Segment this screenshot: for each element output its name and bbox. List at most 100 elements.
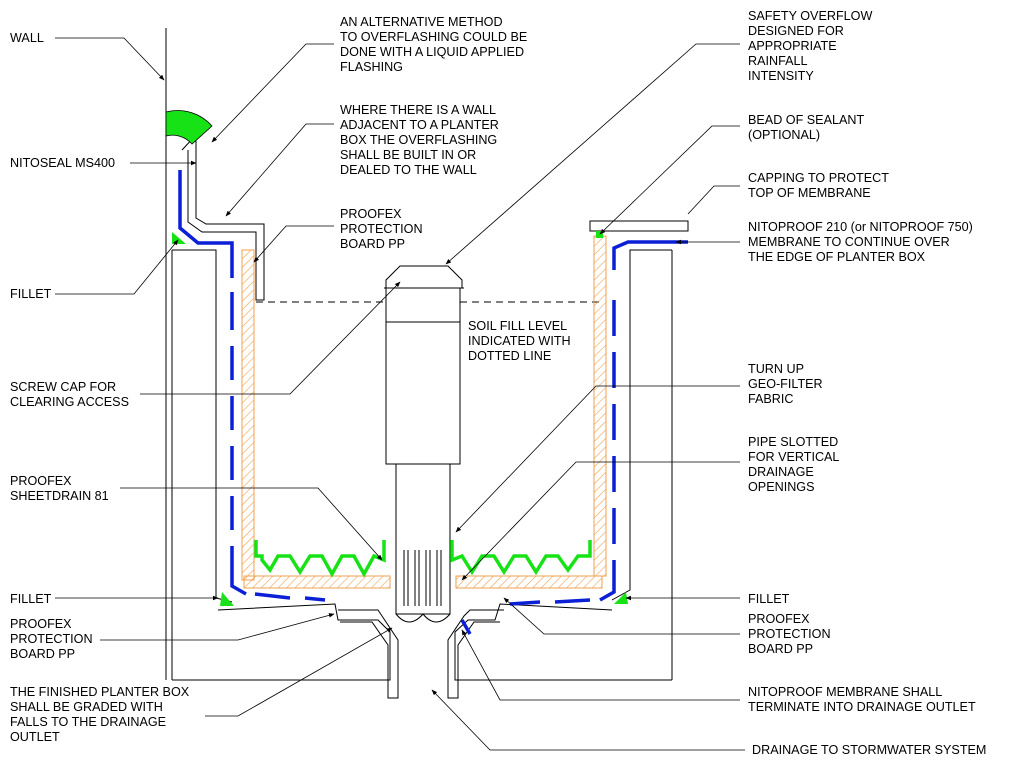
protection-board-right-vertical <box>593 235 607 577</box>
label-line: FILLET <box>10 592 52 606</box>
label-nitoproof-membrane: NITOPROOF 210 (or NITOPROOF 750)MEMBRANE… <box>748 220 973 264</box>
label-line: PROOFEX <box>340 207 402 221</box>
label-line: BOARD PP <box>340 237 405 251</box>
pipe-bottom <box>395 613 451 623</box>
planter-base-right <box>454 603 672 681</box>
label-wall: WALL <box>10 31 44 45</box>
label-line: TO OVERFLASHING COULD BE <box>340 30 527 44</box>
label-line: (OPTIONAL) <box>748 128 820 142</box>
protection-board-left-vertical <box>241 249 255 581</box>
capping <box>589 220 689 232</box>
label-line: CAPPING TO PROTECT <box>748 171 889 185</box>
fillet-bottom-left-shape <box>220 592 234 606</box>
label-fillet-bottom-left: FILLET <box>10 592 52 606</box>
sheetdrain-left <box>254 540 386 578</box>
label-line: FOR VERTICAL <box>748 450 839 464</box>
fillet-top-left <box>172 232 186 244</box>
label-line: THE FINISHED PLANTER BOX <box>10 685 190 699</box>
outlet-right-flange <box>447 609 504 699</box>
label-line: PROTECTION <box>748 627 831 641</box>
sealant-bead <box>596 231 603 238</box>
label-line: INDICATED WITH <box>468 334 571 348</box>
label-line: FALLS TO THE DRAINAGE <box>10 715 166 729</box>
planter-right-wall <box>611 249 672 601</box>
sheetdrain-right <box>450 540 592 576</box>
planter-base-left <box>172 603 391 681</box>
label-line: MEMBRANE TO CONTINUE OVER <box>748 235 950 249</box>
label-line: PROOFEX <box>748 612 810 626</box>
label-line: BOARD PP <box>10 647 75 661</box>
pipe-slots <box>403 550 442 606</box>
leader-lines <box>55 37 745 751</box>
label-line: DRAINAGE TO STORMWATER SYSTEM <box>752 743 986 757</box>
label-line: INTENSITY <box>748 69 814 83</box>
structure <box>165 28 689 699</box>
label-line: FLASHING <box>340 60 403 74</box>
label-line: NITOSEAL MS400 <box>10 156 115 170</box>
label-line: WHERE THERE IS A WALL <box>340 103 496 117</box>
nitoseal-bead <box>165 110 213 145</box>
label-line: SHALL BE BUILT IN OR <box>340 148 476 162</box>
nitoproof-membrane <box>178 170 688 635</box>
label-line: TOP OF MEMBRANE <box>748 186 871 200</box>
label-line: DOTTED LINE <box>468 349 551 363</box>
label-line: AN ALTERNATIVE METHOD <box>340 15 503 29</box>
label-fillet-top: FILLET <box>10 287 52 301</box>
riser-pipe <box>385 287 461 465</box>
label-line: FABRIC <box>748 392 794 406</box>
label-line: APPROPRIATE <box>748 39 837 53</box>
label-line: SAFETY OVERFLOW <box>748 9 872 23</box>
label-line: PROOFEX <box>10 617 72 631</box>
label-line: PIPE SLOTTED <box>748 435 838 449</box>
label-line: SCREW CAP FOR <box>10 380 116 394</box>
label-line: OUTLET <box>10 730 60 744</box>
label-nitoseal: NITOSEAL MS400 <box>10 156 115 170</box>
label-line: DONE WITH A LIQUID APPLIED <box>340 45 524 59</box>
label-line: PROTECTION <box>10 632 93 646</box>
outlet-left-flange <box>338 609 399 699</box>
label-bead-sealant: BEAD OF SEALANT(OPTIONAL) <box>748 113 864 142</box>
label-line: DESIGNED FOR <box>748 24 844 38</box>
protection-board <box>241 235 607 589</box>
label-line: NITOPROOF 210 (or NITOPROOF 750) <box>748 220 973 234</box>
label-line: DEALED TO THE WALL <box>340 163 477 177</box>
overflashing <box>181 133 265 301</box>
label-line: THE EDGE OF PLANTER BOX <box>748 250 926 264</box>
label-line: DRAINAGE <box>748 465 814 479</box>
label-line: PROTECTION <box>340 222 423 236</box>
drain-pipe <box>384 265 464 623</box>
protection-board-base-left <box>243 575 391 589</box>
label-line: BEAD OF SEALANT <box>748 113 864 127</box>
label-line: NITOPROOF MEMBRANE SHALL <box>748 685 942 699</box>
label-line: CLEARING ACCESS <box>10 395 129 409</box>
label-line: SHALL BE GRADED WITH <box>10 700 163 714</box>
fillet-right-shape <box>614 592 628 604</box>
label-line: OPENINGS <box>748 480 814 494</box>
label-stormwater: DRAINAGE TO STORMWATER SYSTEM <box>752 743 986 757</box>
label-line: TERMINATE INTO DRAINAGE OUTLET <box>748 700 976 714</box>
label-line: PROOFEX <box>10 474 72 488</box>
label-line: BOX THE OVERFLASHING <box>340 133 497 147</box>
label-line: RAINFALL <box>748 54 808 68</box>
label-fillet-right: FILLET <box>748 592 790 606</box>
label-line: GEO-FILTER <box>748 377 823 391</box>
label-line: FILLET <box>748 592 790 606</box>
label-line: WALL <box>10 31 44 45</box>
label-line: SOIL FILL LEVEL <box>468 319 567 333</box>
label-line: BOARD PP <box>748 642 813 656</box>
